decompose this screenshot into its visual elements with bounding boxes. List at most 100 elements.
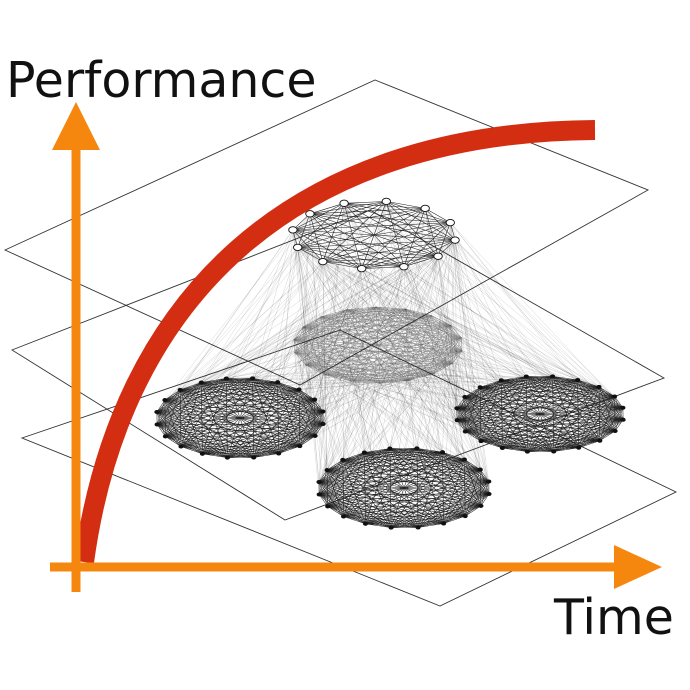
inter-edge [298, 306, 377, 390]
intra-edge [294, 306, 377, 353]
inter-edge [226, 374, 326, 379]
inter-edge [292, 229, 481, 470]
network-node [454, 406, 460, 411]
intra-edge [403, 255, 439, 267]
network-node [340, 457, 346, 462]
intra-edge [456, 387, 481, 409]
intra-edge [598, 386, 624, 409]
intra-edge [277, 381, 324, 412]
inter-edge [252, 268, 362, 379]
inter-edge [156, 268, 362, 425]
intra-edge [464, 469, 481, 517]
intra-edge [303, 326, 462, 338]
intra-edge [156, 381, 278, 413]
intra-edge [578, 396, 615, 448]
intra-edge [405, 308, 432, 316]
inter-edge [156, 247, 298, 413]
inter-edge [278, 239, 456, 454]
intra-edge [342, 448, 417, 461]
intra-edge [318, 494, 328, 507]
intra-edge [321, 316, 463, 351]
network-node [612, 428, 618, 434]
intra-edge [350, 380, 381, 384]
intra-edge [327, 469, 481, 471]
inter-edge [297, 247, 365, 453]
intra-edge [350, 315, 432, 382]
intra-edge [502, 386, 600, 449]
intra-edge [293, 326, 304, 340]
intra-edge [578, 407, 624, 448]
inter-edge [425, 208, 600, 441]
plane-middle [11, 209, 666, 521]
intra-edge [227, 389, 300, 458]
intra-edge [293, 339, 352, 382]
inter-edge [156, 326, 304, 413]
intra-edge [456, 419, 503, 449]
inter-edge [326, 308, 406, 471]
inter-edge [314, 266, 405, 436]
inter-edge [324, 374, 458, 421]
intra-edge [599, 430, 616, 441]
intra-edge [380, 373, 435, 384]
intra-edge [202, 399, 315, 455]
intra-edge [408, 337, 462, 381]
intra-edge [277, 381, 315, 400]
intra-edge [464, 459, 481, 470]
inter-edge [252, 350, 463, 379]
network-node [597, 438, 603, 443]
intra-edge [293, 339, 453, 364]
network-node [486, 491, 492, 497]
intra-edge [321, 306, 376, 317]
intra-edge [297, 213, 311, 248]
inter-edge [389, 256, 439, 449]
intra-edge [456, 379, 578, 409]
network-node [498, 378, 504, 383]
intra-edge [464, 380, 502, 398]
inter-edge [456, 350, 463, 409]
intra-edge [457, 407, 623, 421]
inter-edge [322, 261, 391, 449]
inter-edge [404, 308, 482, 506]
intra-edge [457, 396, 615, 421]
intra-edge [480, 469, 490, 482]
inter-edge [389, 363, 453, 449]
inter-edge [226, 208, 426, 379]
intra-edge [326, 459, 343, 471]
network-node [596, 384, 602, 389]
intra-edge [346, 306, 376, 310]
intra-edge [293, 316, 322, 340]
intra-edge [327, 469, 489, 482]
inter-edge [293, 339, 465, 398]
intra-edge [156, 389, 300, 413]
intra-edge [456, 387, 481, 421]
inter-edge [408, 380, 481, 388]
intra-edge [527, 379, 578, 452]
intra-edge [417, 481, 489, 528]
inter-edge [318, 203, 345, 483]
inter-edge [386, 201, 418, 449]
intra-edge [365, 481, 489, 525]
intra-edge [292, 203, 345, 231]
intra-edge [156, 399, 315, 413]
inter-edge [437, 256, 600, 388]
inter-edge [298, 208, 426, 390]
inter-edge [416, 315, 432, 449]
intra-edge [578, 419, 624, 448]
intra-edge [461, 337, 463, 351]
intra-edge [464, 396, 466, 432]
inter-edge [201, 247, 298, 383]
intra-edge [305, 364, 326, 375]
intra-edge [327, 459, 465, 471]
inter-edge [405, 308, 616, 432]
intra-edge [442, 451, 489, 482]
inter-edge [321, 316, 489, 482]
intra-edge [404, 308, 410, 381]
network-node [362, 521, 369, 526]
inter-edge [314, 239, 456, 400]
inter-edge [437, 256, 528, 452]
intra-edge [294, 352, 410, 381]
intra-edge [303, 316, 322, 328]
intra-edge [156, 389, 181, 425]
intra-edge [456, 408, 616, 432]
intra-edge [293, 306, 377, 340]
